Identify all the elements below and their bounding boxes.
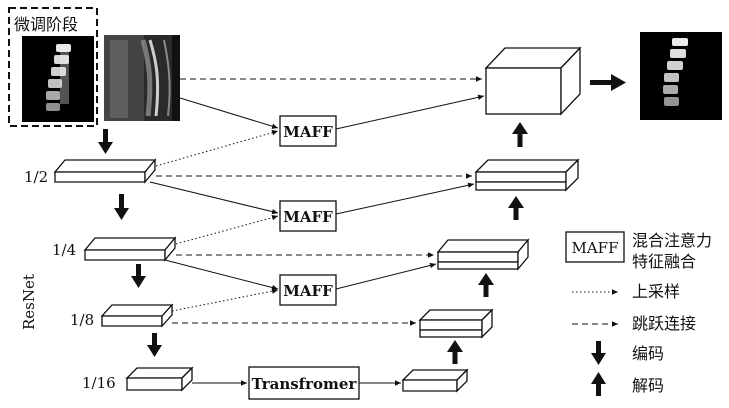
upsample-connection-1: [155, 130, 279, 167]
maff-1-to-cube: [335, 94, 485, 130]
decode-arrow-4: [447, 340, 463, 364]
skip-connections: [156, 76, 482, 326]
scale-label-1-4: 1/4: [52, 241, 76, 259]
legend-encode-label: 编码: [632, 344, 664, 363]
upsample-connections: [155, 130, 279, 312]
enc-1-2-to-maff-2: [149, 181, 279, 215]
legend-skip-label: 跳跃连接: [632, 314, 696, 333]
enc-1-4-to-maff-3: [164, 259, 279, 291]
solid-connections: [149, 94, 485, 386]
decode-arrow-3: [478, 273, 494, 297]
legend-maff-desc-2: 特征融合: [632, 252, 696, 271]
encoder-feature-1-8: [100, 303, 174, 328]
transformer-module-label: Transfromer: [252, 375, 358, 393]
legend-maff-key: MAFF: [571, 239, 618, 257]
encode-arrow-3: [131, 264, 146, 288]
encode-arrow-2: [114, 194, 129, 220]
output-arrow: [590, 74, 626, 91]
transformer-module: Transfromer: [248, 366, 360, 400]
decoder-feature-1-2: [474, 158, 580, 192]
ct-to-maff-1: [179, 97, 279, 129]
encode-arrow-4: [147, 333, 162, 357]
legend-encode: 编码: [591, 341, 664, 365]
maff-module-1: MAFF: [279, 115, 337, 147]
input-mask-image: [22, 36, 94, 122]
legend-upsample: 上采样: [572, 282, 680, 301]
upsample-connection-2: [175, 214, 279, 245]
legend: MAFF 混合注意力 特征融合 上采样 跳跃连接 编码 解码: [565, 231, 712, 396]
scale-label-1-16: 1/16: [82, 374, 116, 392]
scale-label-1-8: 1/8: [70, 311, 94, 329]
finetune-stage-label: 微调阶段: [14, 15, 78, 34]
decoder-cube: [484, 46, 582, 116]
legend-maff-desc-1: 混合注意力: [632, 231, 712, 250]
scale-label-1-2: 1/2: [24, 168, 48, 186]
upsample-connection-3: [171, 288, 279, 312]
maff-2-to-dec-1-2: [335, 182, 475, 215]
finetune-stage-box: 微调阶段: [8, 7, 98, 127]
resnet-label: ResNet: [20, 274, 38, 330]
decoder-feature-1-4: [436, 238, 530, 271]
legend-decode-label: 解码: [632, 376, 664, 395]
maff-module-1-label: MAFF: [283, 123, 333, 141]
encoder-feature-1-16: [125, 366, 194, 392]
encode-arrows: [98, 129, 162, 357]
decode-arrow-1: [512, 122, 528, 147]
maff-module-2-label: MAFF: [283, 208, 333, 226]
maff-module-3: MAFF: [279, 274, 337, 306]
maff-module-3-label: MAFF: [283, 282, 333, 300]
encode-arrow-1: [98, 129, 113, 154]
decode-arrows: [447, 122, 528, 364]
maff-3-to-dec-1-4: [335, 262, 437, 290]
legend-decode: 解码: [591, 372, 664, 396]
legend-upsample-label: 上采样: [632, 282, 680, 301]
encoder-feature-1-4: [83, 236, 177, 262]
legend-skip: 跳跃连接: [572, 314, 696, 333]
legend-maff: MAFF 混合注意力 特征融合: [565, 231, 712, 271]
decoder-feature-1-16: [401, 368, 469, 393]
decode-arrow-2: [508, 196, 524, 220]
input-ct-image: [104, 35, 180, 121]
decoder-feature-1-8: [418, 308, 494, 339]
maff-module-2: MAFF: [279, 200, 337, 232]
output-mask-image: [640, 32, 722, 120]
encoder-feature-1-2: [53, 158, 157, 184]
